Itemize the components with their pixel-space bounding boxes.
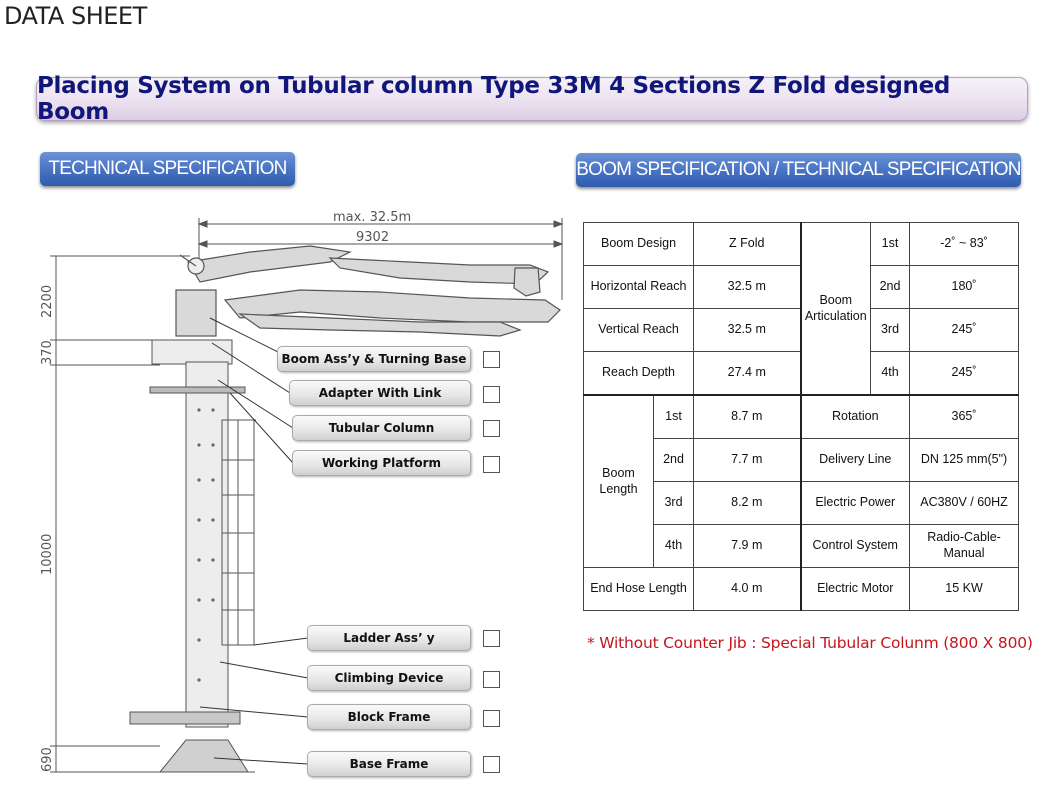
cell-value: DN 125 mm(5") [909,438,1020,482]
label-base-frame: Base Frame [307,751,471,777]
label-tubular-column: Tubular Column [292,415,471,441]
dim-h-column: 10000 [40,534,55,575]
dim-max-reach: max. 32.5m [333,210,411,225]
title-banner: Placing System on Tubular column Type 33… [36,73,1028,125]
label-block-frame: Block Frame [307,704,471,730]
boom-spec-table: Boom Design Z Fold Boom Articulation 1st… [582,222,1020,611]
cell-value: 7.7 m [693,438,802,482]
cell-value: 8.7 m [693,394,802,439]
table-row: Reach Depth 27.4 m 4th 245˚ [582,351,1020,396]
checkbox-climbing-device[interactable] [483,671,500,688]
cell-value: 365˚ [909,394,1020,439]
cell-value: 8.2 m [693,481,802,525]
cell-value: AC380V / 60HZ [909,481,1020,525]
cell-value: 245˚ [909,308,1020,352]
cell-value: -2˚ ~ 83˚ [909,222,1020,266]
cell-label: Electric Power [800,481,911,525]
cell-section: 3rd [652,481,695,525]
cell-value: 4.0 m [693,567,802,611]
cell-label: Boom Design [582,222,695,266]
cell-section: 3rd [870,308,911,352]
cell-section: 1st [652,394,695,439]
checkbox-boom-assy[interactable] [483,351,500,368]
dim-width: 9302 [356,230,389,245]
footnote: * Without Counter Jib : Special Tubular … [587,634,1033,652]
cell-value: 245˚ [909,351,1020,396]
table-row: Boom Design Z Fold Boom Articulation 1st… [582,222,1020,396]
cell-label: Control System [800,524,911,568]
cell-value: 32.5 m [693,308,802,352]
cell-label: Vertical Reach [582,308,695,352]
cell-label: Electric Motor [800,567,911,611]
tab-boom-specification: BOOM SPECIFICATION / TECHNICAL SPECIFICA… [576,153,1022,187]
table-row: Boom Length 1st 8.7 m Rotation 365˚ [583,394,1020,568]
page-title: Placing System on Tubular column Type 33… [37,73,951,125]
table-row: End Hose Length 4.0 m Electric Motor 15 … [582,567,1020,611]
cell-value: 32.5 m [693,265,802,309]
label-boom-assy-turning-base: Boom Ass’y & Turning Base [277,346,471,372]
label-adapter-with-link: Adapter With Link [289,380,471,406]
cell-label: Reach Depth [582,351,695,396]
tab-technical-specification: TECHNICAL SPECIFICATION [40,152,295,186]
cell-value: 27.4 m [693,351,802,396]
label-climbing-device: Climbing Device [307,665,471,691]
cell-section: 2nd [652,438,695,482]
label-working-platform: Working Platform [292,450,471,476]
cell-section: 4th [652,524,695,568]
cell-value: Z Fold [693,222,802,266]
dim-h-top: 2200 [40,285,55,318]
cell-label: End Hose Length [582,567,695,611]
dim-h-base: 690 [40,747,55,772]
checkbox-ladder-assy[interactable] [483,630,500,647]
cell-value: 15 KW [909,567,1020,611]
table-row: Horizontal Reach 32.5 m 2nd 180˚ [582,265,1020,309]
checkbox-base-frame[interactable] [483,756,500,773]
cell-section: 4th [870,351,911,396]
table-row: Vertical Reach 32.5 m 3rd 245˚ [582,308,1020,352]
checkbox-tubular-column[interactable] [483,420,500,437]
cell-section: 1st [870,222,911,266]
checkbox-adapter-with-link[interactable] [483,386,500,403]
cell-boom-articulation-label: Boom Articulation [800,222,872,396]
label-ladder-assy: Ladder Ass’ y [307,625,471,651]
cell-boom-length-label: Boom Length [583,394,654,568]
checkbox-working-platform[interactable] [483,456,500,473]
page-heading: DATA SHEET [4,2,147,30]
boom-drawing: max. 32.5m 9302 2200 370 10000 690 [40,210,564,773]
table-row: 4th 7.9 m Control System Radio-Cable-Man… [584,524,1020,568]
table-row: 3rd 8.2 m Electric Power AC380V / 60HZ [584,481,1020,525]
cell-value: 7.9 m [693,524,802,568]
checkbox-block-frame[interactable] [483,710,500,727]
cell-label: Delivery Line [800,438,911,482]
cell-value: Radio-Cable-Manual [909,524,1020,568]
dim-h-turn: 370 [40,340,55,365]
cell-label: Rotation [800,394,911,439]
cell-value: 180˚ [909,265,1020,309]
cell-section: 2nd [870,265,911,309]
cell-label: Horizontal Reach [582,265,695,309]
